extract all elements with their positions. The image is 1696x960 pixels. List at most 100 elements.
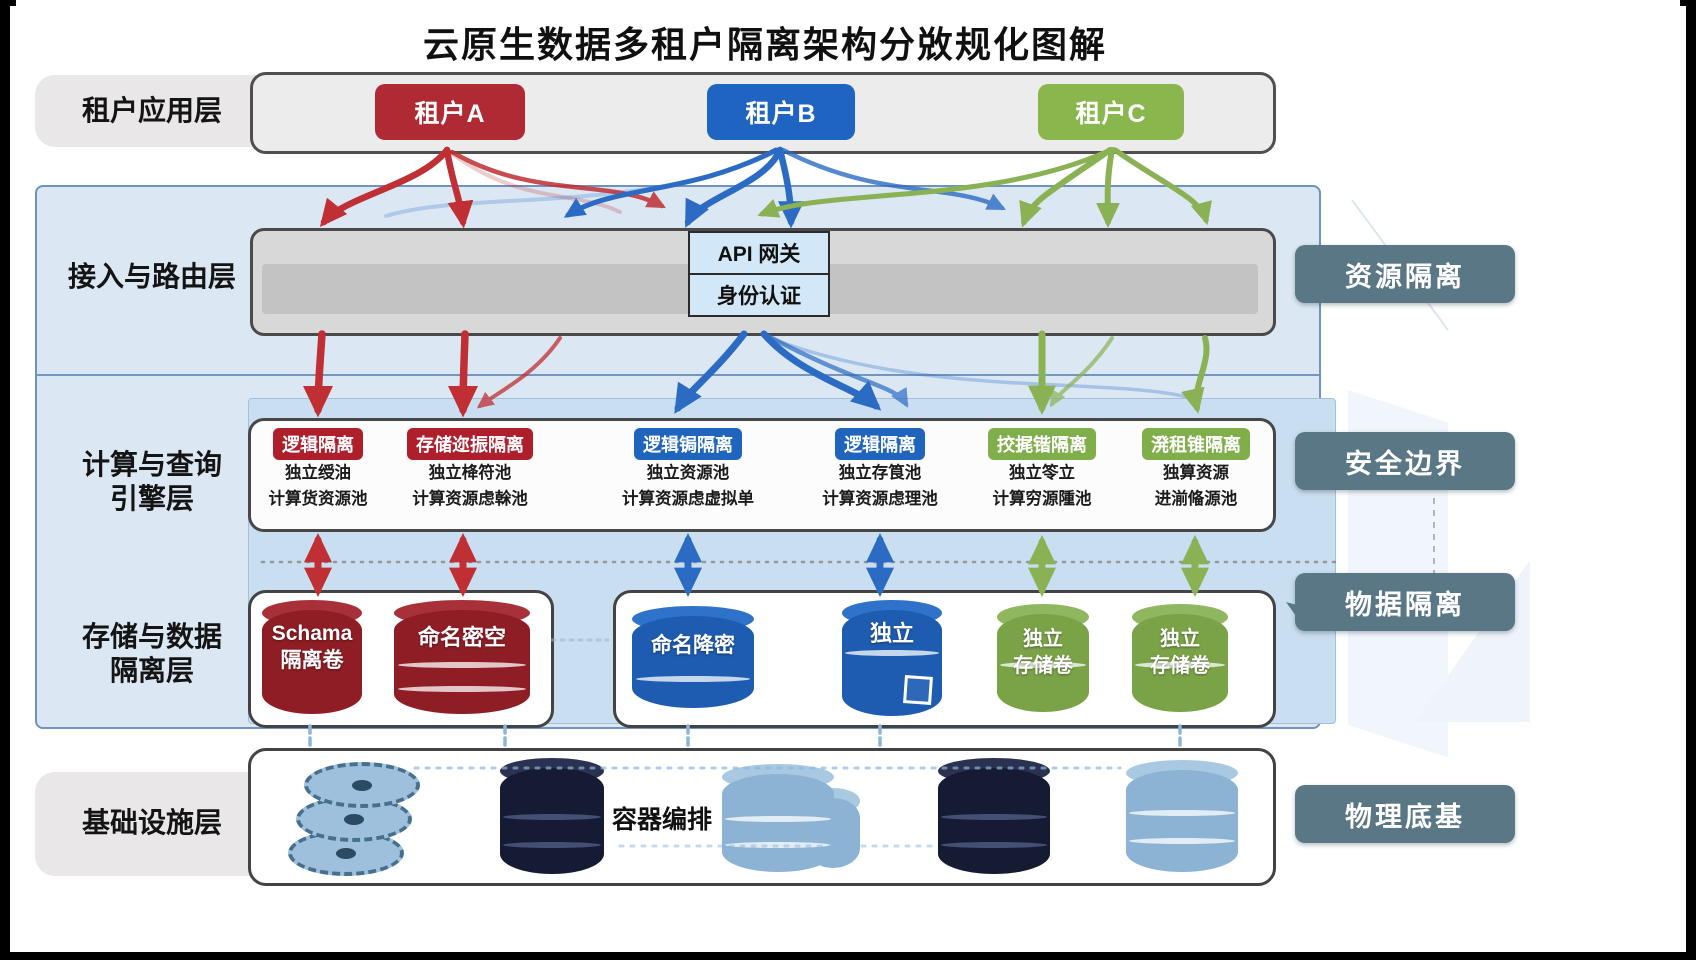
compute-box-5-header: 挍捤锴隔离 — [988, 428, 1096, 460]
compute-box-1: 逻辑隔离 独立绶油 计算货资源池 — [256, 428, 380, 512]
compute-box-3-line2: 计算资源虑虚拟单 — [622, 490, 754, 508]
storage-cylinder-namespace-2: 命名降密 — [632, 606, 754, 708]
compute-layer-label-line1: 计算与查询 — [81, 449, 222, 480]
infra-cylinder-blue-1 — [722, 764, 834, 872]
compute-box-2: 存储迩振隔离 独立栙符池 计算资源虑榦池 — [390, 428, 550, 512]
compute-layer-label: 计算与查询 引擎层 — [52, 448, 252, 516]
frame-corner-tr — [1680, 0, 1696, 6]
frame-corner-tl — [0, 0, 16, 6]
cylinder-stripe — [398, 662, 526, 668]
cylinder-stripe — [503, 842, 601, 848]
badge-data-isolation: 物据隔离 — [1280, 573, 1515, 631]
frame-left — [0, 0, 10, 960]
storage-layer-label: 存储与数据 隔离层 — [52, 620, 252, 688]
api-gateway-label: API 网关 — [717, 243, 801, 266]
api-gateway-box: API 网关 身份认证 — [688, 231, 830, 317]
cylinder-stripe — [845, 650, 939, 656]
storage-cylinder-schema: Schama 隔离卷 — [262, 600, 362, 714]
cylinder-label-line2: 存储卷 — [1013, 655, 1073, 677]
badge-data-isolation-label: 物据隔离 — [1345, 589, 1465, 620]
tenant-c-node: 租户C — [1038, 84, 1184, 140]
storage-cylinder-volume-2: 独立 存储卷 — [1132, 604, 1228, 712]
cylinder-label: 独立 存储卷 — [1132, 626, 1228, 680]
compute-box-3-header: 逻辑锔隔离 — [634, 428, 742, 460]
cylinder-label: 独立 存储卷 — [997, 626, 1089, 680]
cylinder-stripe — [725, 816, 831, 822]
cylinder-stripe — [503, 814, 601, 820]
cylinder-label: 命名降密 — [632, 632, 754, 659]
auth-label: 身份认证 — [690, 273, 828, 315]
tenant-b-node: 租户B — [707, 84, 855, 140]
infra-cylinder-navy-1 — [500, 758, 604, 874]
compute-box-6-line2: 进湔偹源池 — [1154, 490, 1238, 508]
compute-box-3-line1: 独立资源池 — [646, 464, 730, 482]
cylinder-body — [722, 774, 834, 872]
cylinder-stripe — [398, 686, 526, 692]
cylinder-body — [262, 610, 362, 714]
compute-box-4: 逻辑隔离 独立存筤池 计算资源虑理池 — [808, 428, 952, 512]
gear-icon — [304, 762, 420, 808]
compute-box-1-header: 逻辑隔离 — [273, 428, 363, 460]
compute-box-1-line1: 独立绶油 — [285, 464, 351, 482]
gear-hub — [352, 780, 372, 791]
compute-box-2-line2: 计算资源虑榦池 — [412, 490, 528, 508]
cylinder-body — [938, 768, 1050, 874]
diagram-title: 云原生数据多租户隔离架构分敚规化图解 — [422, 24, 1107, 65]
cylinder-label: 独立 — [842, 620, 942, 647]
cylinder-label-line1: Schama — [271, 622, 353, 645]
cylinder-stripe — [1134, 662, 1226, 668]
frame-bottom — [0, 952, 1696, 960]
cylinder-stripe — [1129, 838, 1235, 844]
cylinder-body — [1126, 770, 1238, 872]
storage-layer-label-line1: 存储与数据 — [81, 621, 222, 652]
cylinder-label-line1: 独立 — [1023, 628, 1063, 650]
cylinder-label-line1: 命名密空 — [417, 625, 506, 650]
storage-cylinder-namespace-1: 命名密空 — [394, 600, 530, 714]
storage-cylinder-volume-1: 独立 存储卷 — [997, 604, 1089, 712]
gear-hub — [336, 848, 356, 859]
cylinder-label-line2: 隔离卷 — [280, 649, 344, 672]
badge-resource-isolation: 资源隔离 — [1295, 245, 1515, 303]
infra-cylinder-navy-2 — [938, 758, 1050, 874]
cube-icon — [903, 675, 933, 705]
compute-box-4-line1: 独立存筤池 — [838, 464, 922, 482]
infra-cylinder-blue-2 — [1126, 760, 1238, 872]
cylinder-stripe — [635, 676, 751, 682]
container-orchestration-label: 容器编排 — [612, 806, 713, 834]
cylinder-stripe — [725, 842, 831, 848]
badge-security-boundary: 安全边界 — [1295, 432, 1515, 490]
cylinder-label: 命名密空 — [394, 624, 530, 651]
routing-layer-label: 接入与路由层 — [67, 261, 236, 292]
cylinder-stripe — [999, 662, 1087, 668]
tenant-a-node: 租户A — [375, 84, 525, 140]
tenant-layer-label: 租户应用层 — [81, 95, 222, 126]
compute-box-5: 挍捤锴隔离 独立笭立 计算穷源隀池 — [978, 428, 1106, 512]
compute-layer-label-line2: 引擎层 — [109, 483, 194, 514]
cylinder-label: Schama 隔离卷 — [262, 620, 362, 674]
compute-box-5-line1: 独立笭立 — [1009, 464, 1075, 482]
storage-layer-label-line2: 隔离层 — [109, 655, 194, 686]
compute-box-6: 溌租锥隔离 独算资源 进湔偹源池 — [1126, 428, 1266, 512]
cylinder-body — [842, 610, 942, 716]
cylinder-body — [632, 616, 754, 708]
compute-box-6-line1: 独算资源 — [1163, 464, 1229, 482]
compute-box-4-line2: 计算资源虑理池 — [822, 490, 938, 508]
cylinder-stripe — [941, 814, 1047, 820]
cylinder-label-line1: 独立 — [869, 621, 914, 646]
infra-layer-label: 基础设施层 — [81, 807, 222, 838]
frame-right — [1686, 0, 1696, 960]
panel-divider — [35, 374, 1319, 376]
compute-box-3: 逻辑锔隔离 独立资源池 计算资源虑虚拟单 — [602, 428, 774, 512]
cylinder-label-line1: 独立 — [1160, 628, 1200, 650]
cylinder-stripe — [941, 842, 1047, 848]
cylinder-body — [500, 768, 604, 874]
compute-box-6-header: 溌租锥隔离 — [1142, 428, 1250, 460]
compute-box-2-header: 存储迩振隔离 — [407, 428, 533, 460]
cylinder-label-line2: 存储卷 — [1150, 655, 1210, 677]
storage-cylinder-independent: 独立 — [842, 600, 942, 716]
compute-box-2-line1: 独立栙符池 — [428, 464, 512, 482]
cylinder-label-line1: 命名降密 — [651, 634, 735, 657]
compute-box-4-header: 逻辑隔离 — [835, 428, 925, 460]
compute-box-1-line2: 计算货资源池 — [268, 490, 368, 508]
